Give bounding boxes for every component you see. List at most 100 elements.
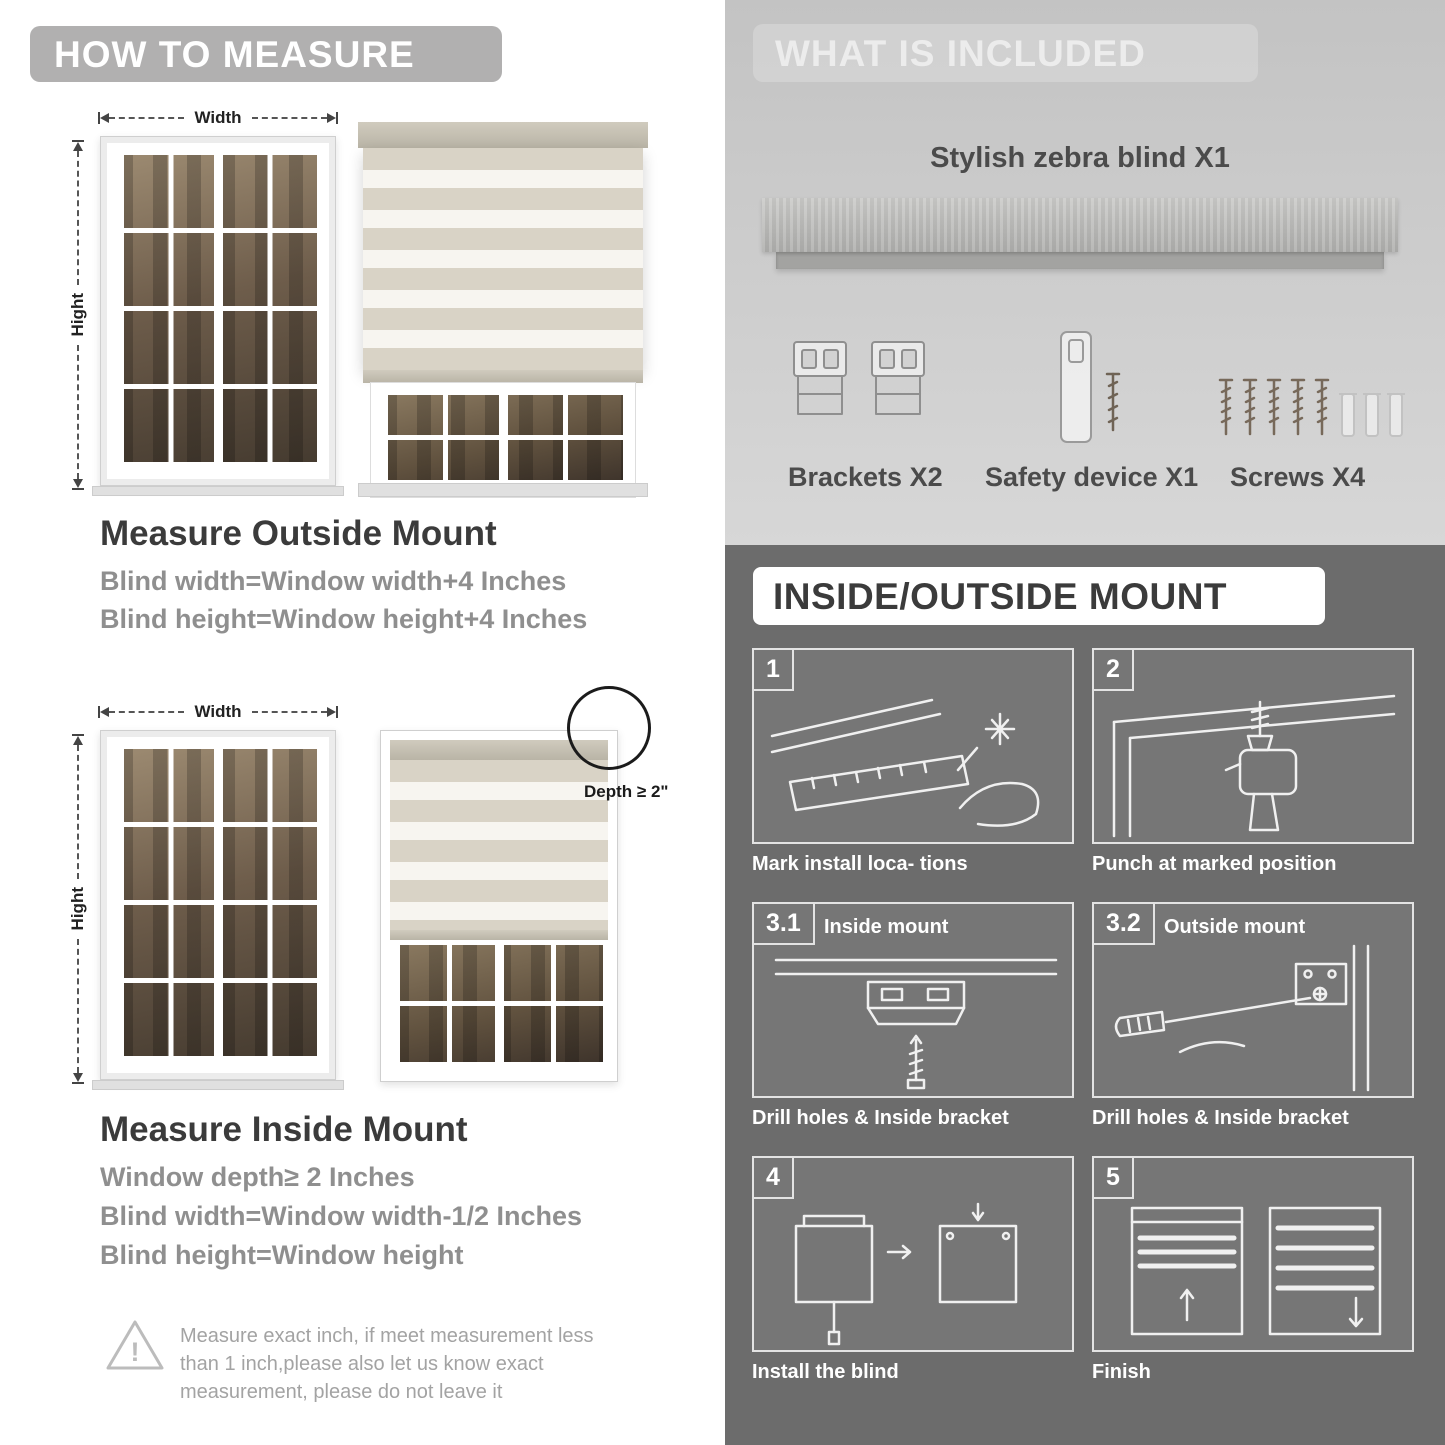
step-1-panel: 1: [752, 648, 1074, 844]
brackets-label: Brackets X2: [788, 462, 943, 492]
safety-device-icon: [1060, 331, 1121, 443]
finish-illustration: [1130, 1206, 1382, 1336]
step-2: 2 Punch at marked position: [1092, 648, 1414, 876]
step-caption: Finish: [1092, 1361, 1151, 1383]
height-arrow-outside: Hight: [68, 140, 87, 490]
window-panes: [390, 940, 608, 1072]
inside-height-formula: Blind height=Window height: [100, 1240, 464, 1270]
arrow-dash: [77, 151, 79, 286]
arrow-end-tick: [98, 112, 100, 124]
inside-depth-formula: Window depth≥ 2 Inches: [100, 1162, 415, 1192]
what-is-included-header: WHAT IS INCLUDED: [753, 24, 1258, 82]
warning-text-line: Measure exact inch, if meet measurement …: [180, 1325, 594, 1347]
width-arrow-outside: Width: [98, 108, 338, 127]
step-5-panel: 5: [1092, 1156, 1414, 1352]
step-3-2-panel: 3.2 Outside mount: [1092, 902, 1414, 1098]
screws-label: Screws X4: [1230, 462, 1366, 492]
step-1: 1 Mark install loca- tions: [752, 648, 1074, 876]
bracket-icon: [871, 341, 925, 415]
step-4-panel: 4: [752, 1156, 1074, 1352]
blind-item-label: Stylish zebra blind X1: [930, 142, 1230, 174]
blind-headrail: [390, 740, 608, 760]
screws-icon: [1218, 378, 1405, 437]
inside-mount-title: Measure Inside Mount: [100, 1110, 468, 1149]
step-caption: Drill holes & Inside bracket: [752, 1107, 1009, 1129]
arrow-end-tick: [336, 706, 338, 718]
step-caption: Install the blind: [752, 1361, 899, 1383]
window-panes: [114, 744, 322, 1066]
arrow-dash: [251, 117, 327, 119]
step-number: 2: [1094, 650, 1134, 691]
arrow-head-icon: [73, 736, 83, 745]
step-3-1: 3.1 Inside mount Drill holes & Inside br…: [752, 902, 1074, 1130]
arrow-dash: [251, 711, 327, 713]
inside-width-formula: Blind width=Window width-1/2 Inches: [100, 1201, 583, 1231]
window-sill: [92, 1080, 344, 1090]
warning-text-line: than 1 inch,please also let us know exac…: [180, 1353, 544, 1375]
window-sill: [92, 486, 344, 496]
warning-triangle-icon: !: [106, 1320, 164, 1370]
warning-text-line: measurement, please do not leave it: [180, 1381, 503, 1403]
arrow-head-icon: [327, 707, 336, 717]
width-label: Width: [194, 702, 242, 721]
install-blind-illustration: [794, 1202, 1018, 1346]
window-frame: [107, 143, 329, 479]
step-5: 5 Finish: [1092, 1156, 1414, 1384]
depth-label: Depth ≥ 2": [584, 782, 669, 801]
inside-bracket-illustration: [774, 958, 1058, 1090]
window-illustration-inside: [100, 730, 336, 1080]
arrow-head-icon: [73, 479, 83, 488]
blind-headrail: [358, 122, 648, 148]
outside-bracket-illustration: [1114, 944, 1370, 1092]
arrow-end-tick: [72, 734, 84, 736]
window-behind-blind: [370, 382, 636, 498]
headrail-product-image: [762, 198, 1398, 252]
step-caption: Punch at marked position: [1092, 853, 1337, 875]
step-4: 4 Install the blind: [752, 1156, 1074, 1384]
arrow-dash: [77, 938, 79, 1073]
arrow-dash: [109, 117, 185, 119]
window-panes: [114, 150, 322, 472]
step-caption: Mark install loca- tions: [752, 853, 968, 875]
depth-callout-circle: [567, 686, 651, 770]
step-number: 1: [754, 650, 794, 691]
step-2-panel: 2: [1092, 648, 1414, 844]
zebra-blind-inside-demo: [380, 730, 618, 1082]
height-label: Hight: [68, 887, 87, 931]
blind-bottom-rail: [363, 370, 643, 383]
blind-stripes: [363, 148, 643, 370]
headrail-lip: [776, 252, 1384, 269]
arrow-dash: [109, 711, 185, 713]
arrow-head-icon: [73, 142, 83, 151]
window-sill: [358, 483, 648, 497]
arrow-head-icon: [100, 707, 109, 717]
width-arrow-inside: Width: [98, 702, 338, 721]
window-frame: [107, 737, 329, 1073]
step-number: 3.1: [754, 904, 815, 945]
how-to-measure-header: HOW TO MEASURE: [30, 26, 502, 82]
blind-stripes: [390, 760, 608, 930]
mark-location-illustration: [770, 698, 1040, 827]
arrow-end-tick: [98, 706, 100, 718]
height-label: Hight: [68, 293, 87, 337]
arrow-dash: [77, 344, 79, 479]
height-arrow-inside: Hight: [68, 734, 87, 1084]
step-caption: Drill holes & Inside bracket: [1092, 1107, 1349, 1129]
outside-height-formula: Blind height=Window height+4 Inches: [100, 604, 588, 634]
step-3-1-panel: 3.1 Inside mount: [752, 902, 1074, 1098]
step-number: 3.2: [1094, 904, 1155, 945]
safety-device-label: Safety device X1: [985, 462, 1199, 492]
blind-bottom-rail: [390, 930, 608, 940]
zebra-blind-outside-demo: [358, 122, 648, 498]
outside-mount-title: Measure Outside Mount: [100, 514, 497, 553]
what-is-included-section: [725, 0, 1445, 545]
arrow-end-tick: [72, 1082, 84, 1084]
width-label: Width: [194, 108, 242, 127]
arrow-head-icon: [100, 113, 109, 123]
svg-text:!: !: [131, 1337, 140, 1367]
inside-outside-mount-header: INSIDE/OUTSIDE MOUNT: [753, 567, 1325, 625]
bracket-icon: [793, 341, 847, 415]
drill-illustration: [1112, 694, 1396, 838]
arrow-end-tick: [72, 488, 84, 490]
